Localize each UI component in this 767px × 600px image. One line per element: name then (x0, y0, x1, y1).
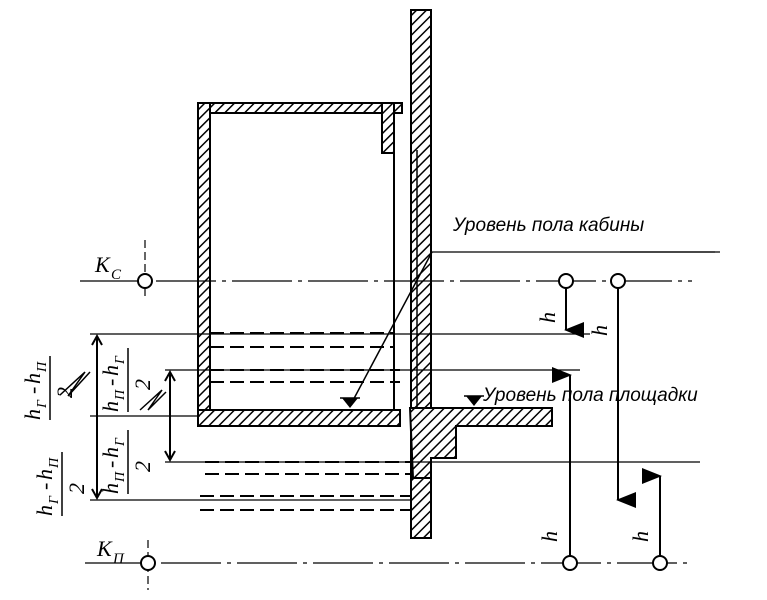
svg-text:h: h (98, 483, 123, 494)
svg-text:h: h (98, 447, 123, 458)
svg-text:2: 2 (52, 387, 77, 398)
shaft-wall (410, 9, 432, 539)
svg-text:2: 2 (130, 379, 155, 390)
landing-floor-caption: Уровень пола площадки (482, 385, 698, 406)
level-kp-subscript: П (112, 551, 125, 567)
svg-text:П: П (47, 457, 62, 469)
fraction-hg-hp-lower: h Г - h П 2 (32, 452, 89, 516)
level-marker-kp: K П (96, 536, 156, 571)
svg-text:-: - (98, 379, 123, 386)
fraction-hp-hg-upper: h П - h Г 2 (98, 348, 155, 412)
level-kp-label: K (96, 536, 113, 561)
svg-text:П: П (113, 471, 128, 483)
svg-text:Г: Г (35, 399, 50, 409)
h-label-upper-short: h (535, 312, 560, 323)
cabin-floor-callout: Уровень пола кабины (340, 215, 720, 408)
fraction-hg-hp-upper: h Г - h П 2 (20, 356, 77, 420)
svg-text:П: П (113, 389, 128, 401)
level-lines (80, 240, 715, 590)
svg-text:-: - (20, 387, 45, 394)
h-labels: h h h h (535, 312, 653, 542)
svg-text:h: h (20, 409, 45, 420)
svg-text:h: h (32, 505, 57, 516)
svg-text:2: 2 (130, 461, 155, 472)
svg-text:Г: Г (47, 495, 62, 505)
cabin-floor-caption: Уровень пола кабины (452, 215, 644, 236)
h-label-lower-long: h (537, 531, 562, 542)
svg-text:-: - (98, 461, 123, 468)
svg-text:h: h (98, 365, 123, 376)
svg-text:Г: Г (113, 355, 128, 365)
h-label-upper-long: h (587, 325, 612, 336)
left-dimension-lines (59, 333, 176, 501)
svg-text:-: - (32, 483, 57, 490)
svg-text:2: 2 (64, 483, 89, 494)
level-kc-subscript: C (111, 267, 122, 283)
landing-floor-callout: Уровень пола площадки (464, 385, 698, 406)
landing-slab (408, 407, 553, 479)
elevator-cabin (197, 102, 403, 427)
h-dimensions (552, 273, 668, 571)
svg-text:h: h (32, 469, 57, 480)
level-kc-label: K (94, 252, 111, 277)
h-label-lower-short: h (628, 531, 653, 542)
level-marker-kc: K C (94, 252, 153, 289)
fraction-hp-hg-lower: h П - h Г 2 (98, 430, 155, 494)
svg-text:П: П (35, 361, 50, 373)
svg-text:h: h (20, 373, 45, 384)
svg-text:Г: Г (113, 437, 128, 447)
svg-text:h: h (98, 401, 123, 412)
